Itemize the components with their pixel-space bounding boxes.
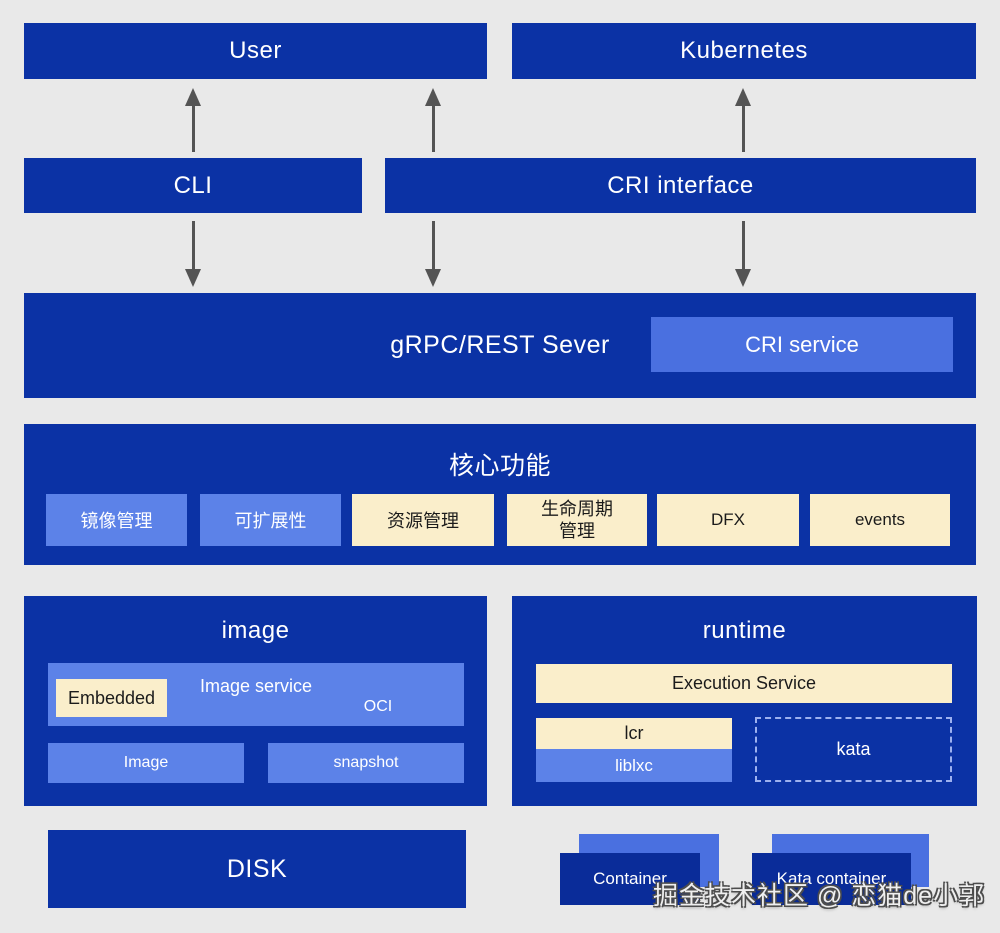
snapshot-box: snapshot	[268, 743, 464, 783]
arrow-shaft	[741, 221, 745, 269]
arrow-cri-to-kubernetes-icon	[734, 88, 752, 152]
core-item-dfx: DFX	[657, 494, 799, 546]
arrow-head-icon	[425, 88, 441, 106]
arrow-cli-to-user-icon	[184, 88, 202, 152]
arrow-cri-to-server-icon	[424, 221, 442, 287]
core-item-resource-management: 资源管理	[352, 494, 494, 546]
arrow-shaft	[431, 106, 435, 152]
image-service-label: Image service	[199, 676, 313, 696]
arrow-shaft	[191, 106, 195, 152]
lcr-box: lcr	[536, 718, 732, 749]
arrow-cli-to-server-icon	[184, 221, 202, 287]
kata-container-stack: Kata container	[752, 834, 930, 906]
arrow-shaft	[191, 221, 195, 269]
kubernetes-box: Kubernetes	[512, 23, 976, 79]
liblxc-box: liblxc	[536, 749, 732, 782]
runtime-module-title: runtime	[702, 617, 787, 644]
core-functions-title: 核心功能	[448, 452, 551, 480]
user-box: User	[24, 23, 487, 79]
disk-box: DISK	[48, 830, 466, 908]
kata-box: kata	[755, 717, 952, 782]
image-service-container: Embedded Image service OCI	[48, 663, 464, 726]
arrow-shaft	[431, 221, 435, 269]
cli-box: CLI	[24, 158, 362, 213]
core-functions-box: 核心功能 镜像管理 可扩展性 资源管理 生命周期管理 DFX events	[24, 424, 976, 565]
cri-interface-box: CRI interface	[385, 158, 976, 213]
grpc-rest-server-label: gRPC/REST Sever	[390, 331, 610, 359]
core-item-events: events	[810, 494, 950, 546]
container-box: Container	[560, 853, 700, 905]
kata-container-box: Kata container	[752, 853, 911, 905]
arrow-head-icon	[735, 269, 751, 287]
cri-service-box: CRI service	[651, 317, 953, 372]
embedded-box: Embedded	[56, 679, 167, 717]
arrow-head-icon	[425, 269, 441, 287]
image-box: Image	[48, 743, 244, 783]
core-item-lifecycle-management: 生命周期管理	[507, 494, 647, 546]
arrow-head-icon	[185, 88, 201, 106]
arrow-cri-to-user-icon	[424, 88, 442, 152]
core-item-extensibility: 可扩展性	[200, 494, 341, 546]
image-module-box: image Embedded Image service OCI Image s…	[24, 596, 487, 806]
image-module-title: image	[221, 617, 290, 644]
grpc-rest-server-box: gRPC/REST Sever CRI service	[24, 293, 976, 398]
arrow-shaft	[741, 106, 745, 152]
oci-label: OCI	[363, 698, 393, 715]
container-stack: Container	[560, 834, 720, 906]
arrow-cri2-to-server-icon	[734, 221, 752, 287]
core-item-image-management: 镜像管理	[46, 494, 187, 546]
arrow-head-icon	[735, 88, 751, 106]
core-item-lifecycle-label: 生命周期管理	[541, 498, 613, 542]
execution-service-box: Execution Service	[536, 664, 952, 703]
arrow-head-icon	[185, 269, 201, 287]
watermark: 掘金技术社区 @ 恋猫de小郭	[653, 882, 986, 910]
runtime-module-box: runtime Execution Service lcr liblxc kat…	[512, 596, 977, 806]
